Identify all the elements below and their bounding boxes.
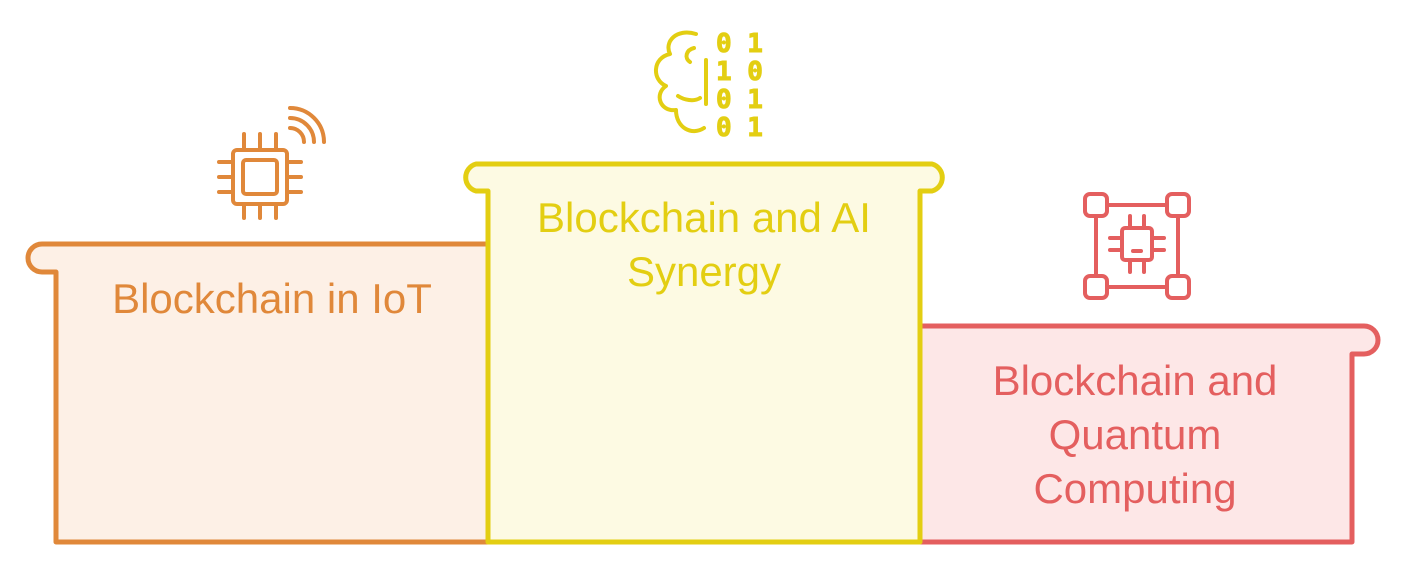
- svg-text:0 1: 0 1: [716, 113, 763, 143]
- svg-text:0 1: 0 1: [716, 85, 763, 115]
- brain-binary-icon: 0 1 1 0 0 1 0 1: [654, 29, 763, 144]
- quantum-chip-icon: [1083, 192, 1191, 300]
- podium-ai: [463, 161, 945, 545]
- svg-text:0 1: 0 1: [716, 29, 763, 59]
- podium-quantum-shape: [915, 323, 1381, 545]
- podium-iot: [25, 241, 491, 545]
- podium-ai-shape: [463, 161, 945, 545]
- podium-iot-shape: [25, 241, 491, 545]
- podium-ai-label: Blockchain and AI Synergy: [537, 194, 871, 295]
- svg-text:1 0: 1 0: [716, 57, 763, 87]
- podium-iot-label: Blockchain in IoT: [112, 275, 432, 322]
- podium-quantum-label: Blockchain and Quantum Computing: [992, 357, 1278, 512]
- podium-quantum: [915, 323, 1381, 545]
- iot-chip-signal-icon: [217, 106, 326, 220]
